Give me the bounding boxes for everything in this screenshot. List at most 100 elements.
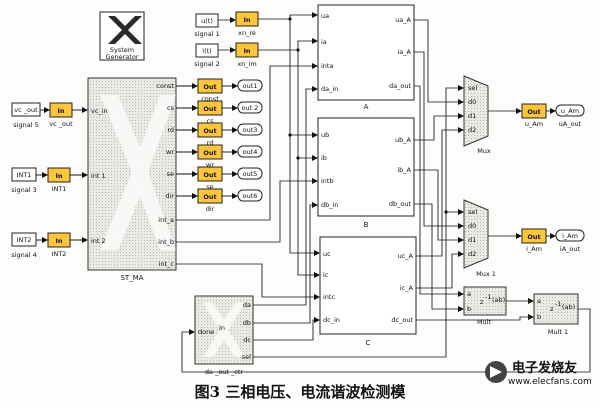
watermark-url: www.elecfans.com — [508, 377, 592, 387]
out-port-2[interactable] — [237, 101, 263, 114]
mult-exponent: -1 — [485, 293, 491, 301]
port-ua: ua — [321, 12, 329, 20]
gateway-name: INT1 — [52, 185, 67, 193]
out-port-label: out1 — [243, 82, 258, 90]
block-name: Mult 1 — [548, 328, 568, 336]
wires-st-ma-outputs — [176, 83, 238, 199]
port-vc-in: vc_in — [91, 107, 108, 115]
port-ua-a: ua_A — [395, 16, 411, 24]
gateway-out-cs[interactable]: Out cs — [197, 100, 223, 125]
gateway-in-vc-out[interactable]: In vc _out — [49, 102, 73, 128]
gateway-in-text: In — [57, 107, 64, 115]
port-const: const — [156, 82, 174, 90]
port-wr: wr — [166, 148, 174, 156]
port-ia: ia — [321, 38, 327, 46]
out-port-label: out 2 — [242, 104, 259, 112]
source-name: signal 3 — [11, 186, 36, 194]
gateway-out-se[interactable]: Out se — [197, 166, 223, 191]
gateway-out-rd[interactable]: Out rd — [197, 122, 223, 147]
input-signal-5[interactable]: vc _out signal 5 — [11, 102, 41, 129]
gateway-name: vc _out — [49, 120, 73, 128]
st-ma-block[interactable]: vc_in int 1 int 2 const cs rd wr se dir … — [87, 77, 177, 282]
port-ia-a: ia_A — [398, 48, 412, 56]
gateway-in-int1[interactable]: In INT1 — [47, 167, 71, 193]
port-dir: dir — [165, 192, 174, 200]
source-name: signal 4 — [11, 251, 36, 259]
port-dc-in: dc_in — [323, 316, 340, 324]
port-uc-a: uc_A — [398, 252, 414, 260]
block-b[interactable]: ub ib intb db_in ub_A ib_A db_out B — [317, 117, 415, 229]
gateway-out-text: Out — [203, 171, 216, 179]
source-label: vc _out — [14, 106, 38, 114]
mult-block[interactable]: a b z -1 (ab) Mult — [463, 286, 507, 326]
port-b: b — [537, 313, 541, 321]
gateway-name: INT2 — [52, 250, 67, 258]
gateway-out-u[interactable]: Out u_Am — [521, 103, 547, 128]
gateway-out-column: Out const Out cs Out rd Out wr Out se Ou… — [197, 78, 223, 213]
block-name: B — [364, 221, 369, 229]
port-db-in: db_in — [321, 201, 338, 209]
gateway-name: rd — [207, 139, 214, 147]
port-da-in: da_in — [321, 85, 338, 93]
port-sel: sel — [468, 208, 477, 216]
watermark-brand: 电子发烧友 — [512, 360, 577, 376]
port-ib: ib — [321, 154, 327, 162]
out-port-name: uA_out — [559, 120, 582, 128]
xilinx-watermark-icon — [100, 95, 176, 250]
gateway-out-wr[interactable]: Out wr — [197, 144, 223, 169]
port-int1: int 1 — [91, 172, 106, 180]
out-port-label: i_Am — [562, 232, 578, 240]
gateway-in-int2[interactable]: In INT2 — [47, 232, 71, 258]
source-label: INT2 — [17, 236, 32, 244]
mux-block[interactable]: sel d0 d1 d2 Mux — [463, 75, 491, 155]
mult-expr: z — [550, 305, 554, 313]
out-port-3[interactable] — [237, 123, 263, 136]
input-signal-3[interactable]: INT1 signal 3 — [11, 167, 37, 194]
port-cs: cs — [167, 104, 175, 112]
mult-tail: (ab) — [562, 303, 575, 311]
play-icon — [490, 366, 502, 378]
system-generator-logo[interactable]: System Generator — [99, 11, 145, 61]
out-port-u[interactable]: u_Am uA_out — [555, 104, 585, 128]
port-ub: ub — [321, 131, 329, 139]
gateway-in-xn-im[interactable]: In xn_im — [235, 42, 259, 68]
block-name: Mux 1 — [476, 270, 496, 278]
port-da-out: da_out — [389, 82, 411, 90]
da-out-ctr-block[interactable]: done In da db dc sel da _out _ctr — [194, 295, 254, 376]
out-port-4[interactable] — [237, 145, 263, 158]
input-signal-1[interactable]: u(t) signal 1 — [194, 13, 220, 38]
gateway-out-const[interactable]: Out const — [197, 78, 223, 103]
block-a[interactable]: ua ia inta da_in ua_A ia_A da_out A — [317, 4, 415, 111]
port-int-a: int_a — [158, 216, 174, 224]
out-port-i[interactable]: i_Am iA_out — [555, 229, 585, 253]
out-port-5[interactable] — [237, 167, 263, 180]
out-port-1[interactable] — [237, 79, 263, 92]
gateway-name: se — [206, 183, 213, 191]
elecfans-watermark: 电子发烧友 www.elecfans.com — [485, 360, 592, 387]
input-signal-4[interactable]: INT2 signal 4 — [11, 232, 37, 259]
block-c[interactable]: uc ic intc dc_in uc_A ic_A dc_out C — [319, 236, 417, 347]
out-port-label: out4 — [243, 148, 258, 156]
gateway-out-text: Out — [203, 105, 216, 113]
port-ib-a: ib_A — [397, 166, 411, 174]
mux1-block[interactable]: sel d0 d1 d2 Mux 1 — [463, 199, 496, 278]
out-port-label: out5 — [243, 170, 258, 178]
out-port-6[interactable] — [237, 189, 263, 202]
port-int2: int 2 — [91, 237, 106, 245]
gateway-out-text: Out — [527, 108, 540, 116]
port-da: da — [243, 301, 251, 309]
mult1-block[interactable]: a b z -1 (ab) Mult 1 — [533, 293, 579, 336]
logo-line2: Generator — [105, 53, 138, 61]
gateway-in-xn-re[interactable]: In xn_re — [235, 11, 259, 37]
gateway-out-dir[interactable]: Out dir — [197, 188, 223, 213]
port-se: se — [167, 170, 174, 178]
gateway-name: xn_re — [238, 29, 256, 37]
gateway-out-i[interactable]: Out i_Am — [521, 228, 547, 253]
out-port-label: out6 — [243, 192, 258, 200]
gateway-name: i_Am — [526, 245, 542, 253]
block-name: ST_MA — [120, 274, 143, 282]
source-name: signal 5 — [13, 121, 38, 129]
port-done: done — [198, 328, 214, 336]
out-port-label: u_Am — [561, 107, 579, 115]
input-signal-2[interactable]: i(t) signal 2 — [194, 43, 220, 68]
